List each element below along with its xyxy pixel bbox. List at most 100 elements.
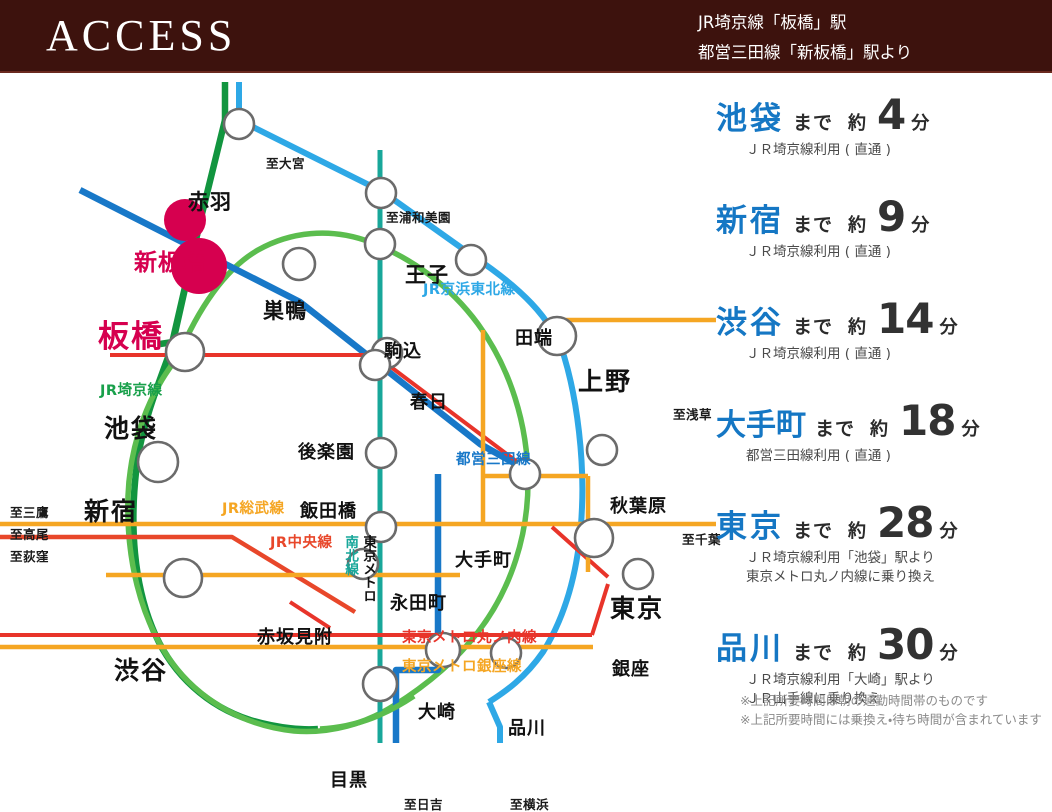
route-minutes-unit: 分 [939, 643, 958, 664]
route-made-label: まで [793, 112, 834, 134]
route-note-line-1: ＪＲ埼京線利用「大崎」駅より [746, 672, 935, 688]
station-label-korakuen: 後楽園 [298, 442, 355, 463]
route-made-label: まで [793, 214, 834, 236]
station-circles [136, 107, 655, 703]
header-subtitle-line-1: JR埼京線「板橋」駅 [698, 13, 847, 32]
route-item-otemachi: 大手町 まで 約 18 分 都営三田線利用 ( 直通 ) [716, 400, 1052, 466]
route-item-tokyo: 東京 まで 約 28 分 ＪＲ埼京線利用「池袋」駅より 東京メトロ丸ノ内線に乗り… [716, 502, 1052, 587]
station-circle-shibuya [162, 557, 204, 599]
station-label-shinagawa: 品川 [508, 718, 546, 739]
route-approx-label: 約 [848, 643, 868, 664]
panel-footnotes: ※上記所要時間は朝の通勤時間帯のものです ※上記所要時間には乗換え・待ち時間が含… [740, 691, 1052, 729]
line-label-marunouchi: 東京メトロ丸ノ内線 [402, 630, 537, 646]
station-circle-shinjuku [136, 440, 180, 484]
route-headline: 品川 まで 約 30 分 [716, 624, 1052, 666]
line-jr-chuo [0, 534, 357, 614]
line-label-namboku-vertical: 南北線 [342, 535, 359, 576]
marker-shin-itabashi [164, 199, 206, 241]
route-minutes-unit: 分 [939, 317, 958, 338]
station-circle-akasakamitsuke [346, 547, 380, 581]
route-item-shinjuku: 新宿 まで 約 9 分 ＪＲ埼京線利用 ( 直通 ) [716, 196, 1052, 262]
station-label-ginza: 銀座 [612, 659, 650, 680]
header-subtitle-line-2: 都営三田線「新板橋」駅より [698, 43, 913, 62]
station-circle-akihabara [585, 433, 619, 467]
route-headline: 東京 まで 約 28 分 [716, 502, 1052, 544]
route-approx-label: 約 [848, 215, 868, 236]
station-label-akasakamitsuke: 赤坂見附 [257, 627, 333, 648]
route-headline: 大手町 まで 約 18 分 [716, 400, 1052, 442]
station-label-sugamo: 巣鴨 [263, 299, 307, 323]
station-label-otemachi: 大手町 [455, 550, 512, 571]
route-item-ikebukuro: 池袋 まで 約 4 分 ＪＲ埼京線利用 ( 直通 ) [716, 94, 1052, 160]
station-label-kasuga: 春日 [410, 392, 448, 413]
station-circle-ginza [621, 557, 655, 591]
footnote-line-2: ※上記所要時間には乗換え・待ち時間が含まれています [740, 712, 1042, 727]
station-label-shibuya: 渋谷 [114, 656, 169, 685]
dest-label-omiya: 至大宮 [266, 156, 306, 171]
station-circle-korakuen [358, 348, 392, 382]
route-minutes-unit: 分 [961, 419, 980, 440]
line-toei-mita-south [392, 474, 442, 743]
station-label-ueno: 上野 [578, 367, 633, 396]
highlight-markers [164, 199, 227, 294]
route-minutes: 18 [899, 396, 956, 445]
route-note-line-2: 東京メトロ丸ノ内線に乗り換え [746, 569, 935, 585]
route-destination: 東京 [716, 509, 784, 545]
route-destination: 新宿 [716, 203, 784, 239]
travel-time-panel: 池袋 まで 約 4 分 ＪＲ埼京線利用 ( 直通 ) 新宿 まで 約 9 分 Ｊ… [716, 72, 1052, 743]
route-minutes: 28 [877, 498, 934, 547]
highlight-label-itabashi: 板橋 [98, 319, 164, 355]
route-headline: 渋谷 まで 約 14 分 [716, 298, 1052, 340]
station-circle-sugamo [281, 246, 317, 282]
route-minutes: 14 [877, 294, 934, 343]
dest-label-ogikubo: 至荻窪 [10, 549, 50, 564]
header-divider [0, 71, 1052, 73]
line-marunouchi [0, 353, 610, 637]
route-approx-label: 約 [848, 521, 868, 542]
dest-label-hiyoshi: 至日吉 [404, 797, 444, 812]
route-approx-label: 約 [848, 317, 868, 338]
station-circle-nagatacho [364, 510, 398, 544]
highlight-label-shin-itabashi: 新板橋 [134, 250, 206, 276]
route-minutes-unit: 分 [911, 113, 930, 134]
route-headline: 池袋 まで 約 4 分 [716, 94, 1052, 136]
route-destination: 品川 [716, 631, 784, 667]
route-map-svg: .ln{fill:none;stroke-linecap:butt;stroke… [0, 82, 716, 743]
station-circle-otemachi [508, 457, 542, 491]
footnote-line-1: ※上記所要時間は朝の通勤時間帯のものです [740, 693, 988, 708]
station-label-shinjuku: 新宿 [84, 497, 139, 526]
route-minutes-unit: 分 [939, 521, 958, 542]
station-label-osaki: 大崎 [418, 702, 456, 723]
line-bottom-green [319, 693, 416, 732]
route-minutes: 4 [877, 90, 906, 139]
route-made-label: まで [793, 520, 834, 542]
dest-label-mitaka: 至三鷹 [10, 505, 50, 520]
page-title: ACCESS [46, 11, 237, 60]
station-circle-ikebukuro [164, 331, 206, 373]
station-circle-tabata [454, 243, 488, 277]
station-label-tokyo: 東京 [610, 594, 665, 623]
station-circle-iidabashi [364, 436, 398, 470]
line-toei-mita [78, 187, 532, 475]
route-note-line-1: ＪＲ埼京線利用 ( 直通 ) [746, 142, 891, 158]
dest-label-urawa-misono: 至浦和美園 [386, 210, 452, 225]
line-label-saikyo: JR埼京線 [100, 383, 163, 399]
route-item-shibuya: 渋谷 まで 約 14 分 ＪＲ埼京線利用 ( 直通 ) [716, 298, 1052, 364]
station-circle-komagome [363, 227, 397, 261]
line-label-jr-chuo: JR中央線 [270, 535, 333, 551]
route-note-line-1: ＪＲ埼京線利用 ( 直通 ) [746, 346, 891, 362]
station-circle-ueno [536, 315, 578, 357]
route-minutes-unit: 分 [911, 215, 930, 236]
station-label-oji: 王子 [405, 263, 449, 287]
route-destination: 大手町 [716, 408, 806, 443]
line-label-tokyo-metro-vertical: 東京メトロ [360, 535, 377, 603]
station-label-iidabashi: 飯田橋 [300, 501, 357, 522]
header-subtitle: JR埼京線「板橋」駅 都営三田線「新板橋」駅より [698, 8, 1038, 68]
station-circle-osaki [424, 631, 462, 669]
line-yamanote [125, 230, 531, 735]
station-label-komagome: 駒込 [384, 341, 422, 362]
marker-itabashi [171, 238, 227, 294]
station-label-meguro: 目黒 [330, 770, 368, 791]
station-circle-meguro [361, 665, 399, 703]
